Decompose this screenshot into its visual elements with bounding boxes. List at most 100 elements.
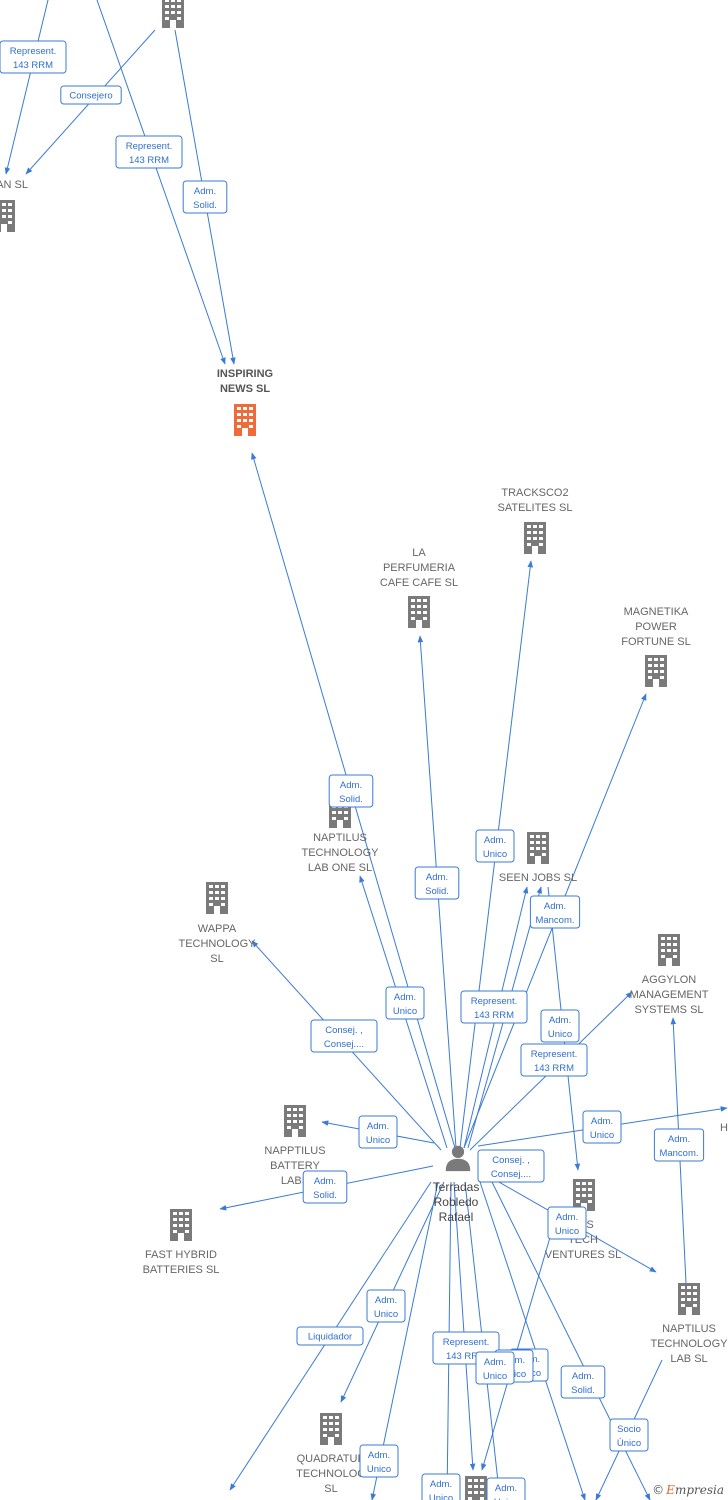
company-node[interactable]: NAPTILUS TECHNOLOGY LAB SL: [650, 1283, 728, 1365]
role-text: Adm.: [591, 1116, 613, 1127]
company-name-line: WAPPA: [198, 923, 237, 935]
role-text: Unico: [374, 1309, 398, 1320]
building-icon: [524, 522, 546, 554]
role-text: Adm.: [394, 992, 416, 1003]
building-icon: [465, 1476, 487, 1500]
company-name-line: AN SL: [0, 179, 28, 191]
role-text: Mancom.: [535, 915, 574, 926]
edge-role-label: Represent.143 RRM: [0, 40, 67, 74]
edge-role-label: Represent. 143 RRM: [460, 990, 528, 1024]
edge-role-label: Adm.Unico: [475, 1351, 515, 1385]
company-name-line: FORTUNE SL: [621, 636, 690, 648]
edge-role-label: Consej. ,Consej....: [310, 1019, 378, 1053]
role-text: Solid.: [425, 886, 449, 897]
company-name-line: NAPTILUS: [662, 1323, 716, 1335]
role-text: 143 RRM: [474, 1010, 514, 1021]
focus-building-icon: [234, 404, 256, 436]
company-name-line: SEEN JOBS SL: [499, 872, 577, 884]
role-text: Consej....: [491, 1169, 531, 1180]
edge-role-label: Adm.Unico: [475, 829, 515, 863]
building-icon: [678, 1283, 700, 1315]
relationship-edge: [4, 0, 49, 175]
role-text: Unico: [366, 1135, 390, 1146]
edge-role-label: Adm.Unico: [486, 1477, 526, 1500]
edge-role-label: Adm.Solid.: [328, 774, 374, 808]
role-text: Adm.: [314, 1176, 336, 1187]
building-icon: [284, 1105, 306, 1137]
company-name-line: MANAGEMENT: [630, 989, 709, 1001]
role-text: Adm.: [484, 835, 506, 846]
role-text: Adm.: [430, 1479, 452, 1490]
role-text: Unico: [393, 1006, 417, 1017]
role-text: Unico: [429, 1493, 453, 1500]
relationship-edge: [479, 1181, 586, 1500]
company-name-line: PERFUMERIA: [383, 562, 456, 574]
building-icon: [408, 596, 430, 628]
role-text: Unico: [590, 1130, 614, 1141]
role-text: Represent.: [10, 46, 56, 57]
role-text: Represent.: [126, 141, 172, 152]
role-text: Solid.: [339, 794, 363, 805]
role-text: Adm.: [194, 186, 216, 197]
building-icon: [170, 1209, 192, 1241]
company-node[interactable]: [162, 0, 184, 28]
role-text: Represent.: [443, 1337, 489, 1348]
edge-role-label: Represent. 143 RRM: [115, 135, 183, 169]
role-text: Unico: [494, 1497, 518, 1500]
role-text: Mancom.: [659, 1148, 698, 1159]
role-text: 143 RRM: [129, 155, 169, 166]
company-node[interactable]: SEEN JOBS SL: [499, 832, 577, 884]
edge-labels-layer: Represent.143 RRMConsejeroRepresent.143 …: [0, 40, 705, 1500]
edges-layer: [4, 0, 728, 1500]
building-icon: [320, 1413, 342, 1445]
truncated-node-label: H: [720, 1122, 728, 1134]
company-name-line: LAB SL: [670, 1353, 707, 1365]
building-icon: [573, 1179, 595, 1211]
company-name-line: AGGYLON: [642, 974, 696, 986]
company-name-line: POWER: [635, 621, 677, 633]
role-text: Liquidador: [308, 1332, 352, 1343]
company-name-line: CAFE CAFE SL: [380, 577, 458, 589]
role-text: Adm.: [556, 1212, 578, 1223]
edge-role-label: Adm.Unico: [547, 1206, 587, 1240]
company-node[interactable]: AN SL: [0, 179, 28, 232]
edge-role-label: Adm. Unico: [385, 986, 425, 1020]
company-node[interactable]: LA PERFUMERIA CAFE CAFE SL: [380, 547, 458, 628]
company-name-line: BATTERY: [270, 1160, 320, 1172]
role-text: Consejero: [69, 91, 112, 102]
role-text: Solid.: [193, 200, 217, 211]
role-text: Adm.: [426, 872, 448, 883]
edge-role-label: Consejero: [60, 85, 122, 105]
role-text: Represent.: [471, 996, 517, 1007]
person-icon: [445, 1145, 471, 1172]
relationship-edge: [481, 1209, 559, 1471]
company-node[interactable]: [465, 1476, 487, 1500]
edge-role-label: Liquidador: [296, 1326, 364, 1346]
company-name-line: BATTERIES SL: [143, 1264, 220, 1276]
edge-role-label: Adm. Unico: [421, 1473, 461, 1500]
edge-role-label: Adm. Unico: [358, 1115, 398, 1149]
role-text: Solid.: [313, 1190, 337, 1201]
company-name-line: TECHNOLOGY: [178, 938, 256, 950]
building-icon: [162, 0, 184, 28]
edge-role-label: Adm. Solid.: [414, 866, 460, 900]
edge-role-label: Adm. Solid.: [182, 180, 228, 214]
company-name-line: LABS: [281, 1175, 309, 1187]
role-text: Consej. ,: [492, 1155, 530, 1166]
edge-role-label: Adm.Unico: [366, 1289, 406, 1323]
edge-role-label: Represent.143 RRM: [520, 1043, 588, 1077]
company-name-line: LA: [412, 547, 426, 559]
brand-name: mpresia: [674, 1483, 724, 1497]
company-name-line: TECHNOLOGY: [650, 1338, 728, 1350]
role-text: Adm.: [367, 1121, 389, 1132]
